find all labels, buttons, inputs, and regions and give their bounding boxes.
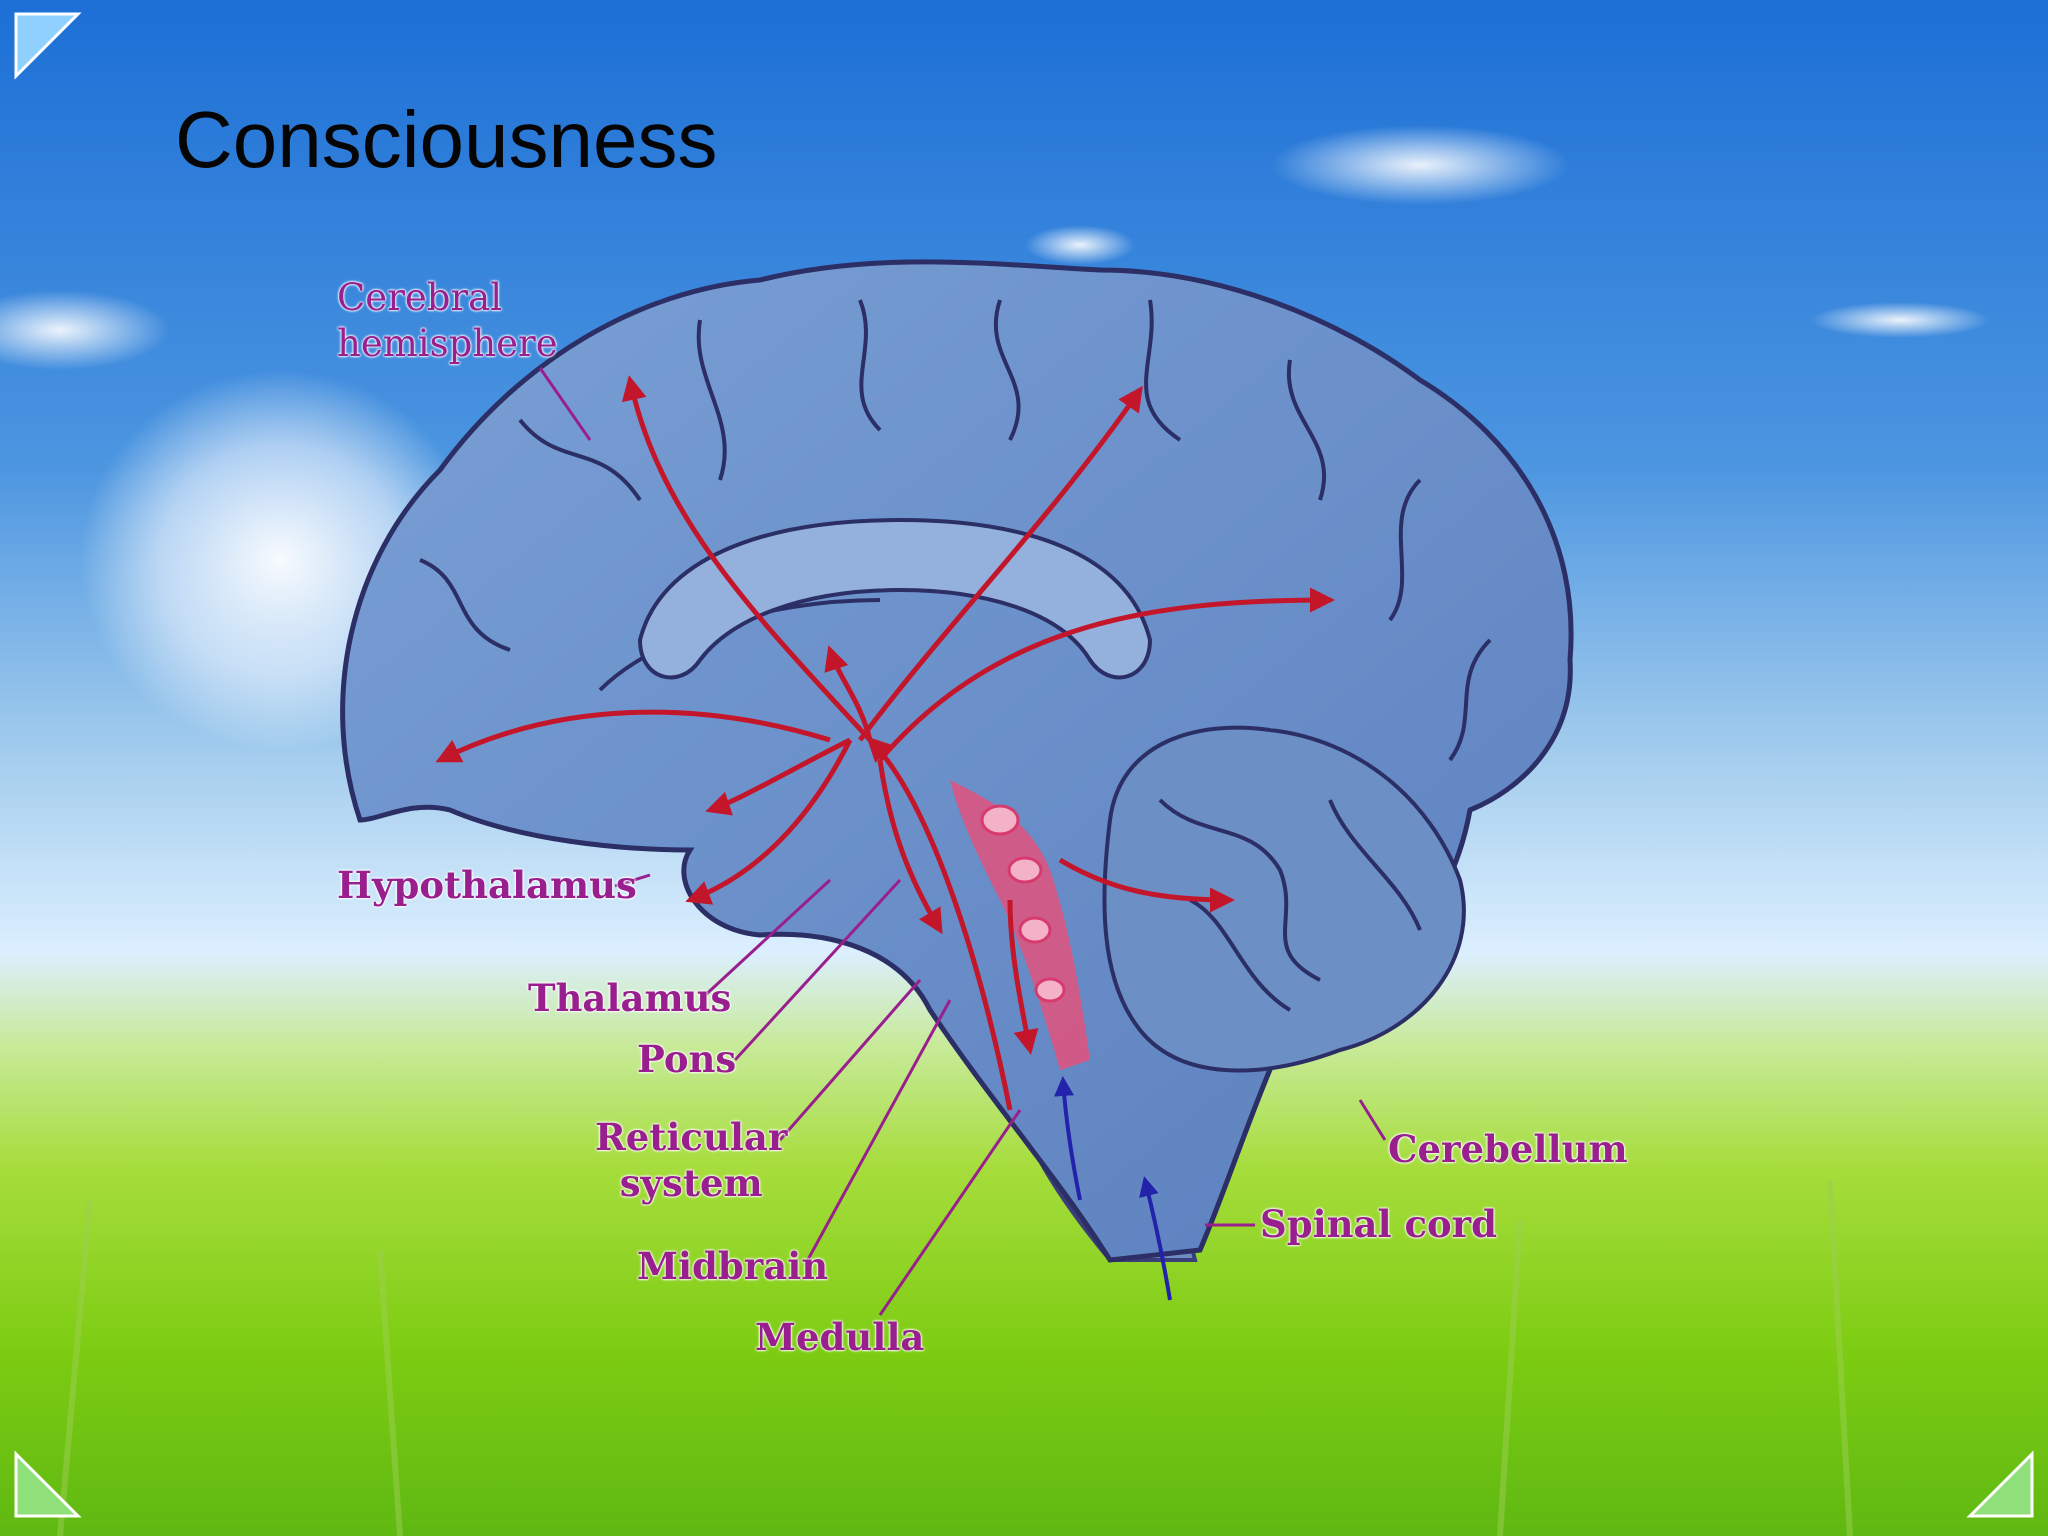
label-reticular-system: Reticular system — [595, 1114, 787, 1206]
triangle-top-left-icon[interactable] — [12, 10, 82, 80]
triangle-bottom-left-icon[interactable] — [12, 1450, 82, 1520]
label-hypothalamus: Hypothalamus — [337, 863, 637, 907]
label-cerebral-hemisphere: Cerebral hemisphere — [337, 275, 558, 367]
label-spinal-cord: Spinal cord — [1260, 1202, 1498, 1246]
label-medulla: Medulla — [755, 1315, 925, 1359]
label-cerebral-hemisphere-line1: Cerebral — [337, 276, 503, 319]
triangle-bottom-right-icon[interactable] — [1966, 1450, 2036, 1520]
brain-diagram — [340, 259, 1574, 1301]
label-midbrain: Midbrain — [637, 1244, 829, 1288]
label-cerebellum: Cerebellum — [1388, 1127, 1628, 1171]
label-thalamus: Thalamus — [528, 976, 732, 1020]
label-cerebral-hemisphere-line2: hemisphere — [337, 322, 558, 365]
slide-title: Consciousness — [175, 95, 718, 184]
label-pons: Pons — [637, 1037, 737, 1081]
label-reticular-system-line2: system — [619, 1161, 763, 1205]
label-reticular-system-line1: Reticular — [595, 1115, 788, 1159]
corpus-callosum-shape — [637, 517, 1153, 680]
leader-lines — [538, 367, 1387, 1316]
